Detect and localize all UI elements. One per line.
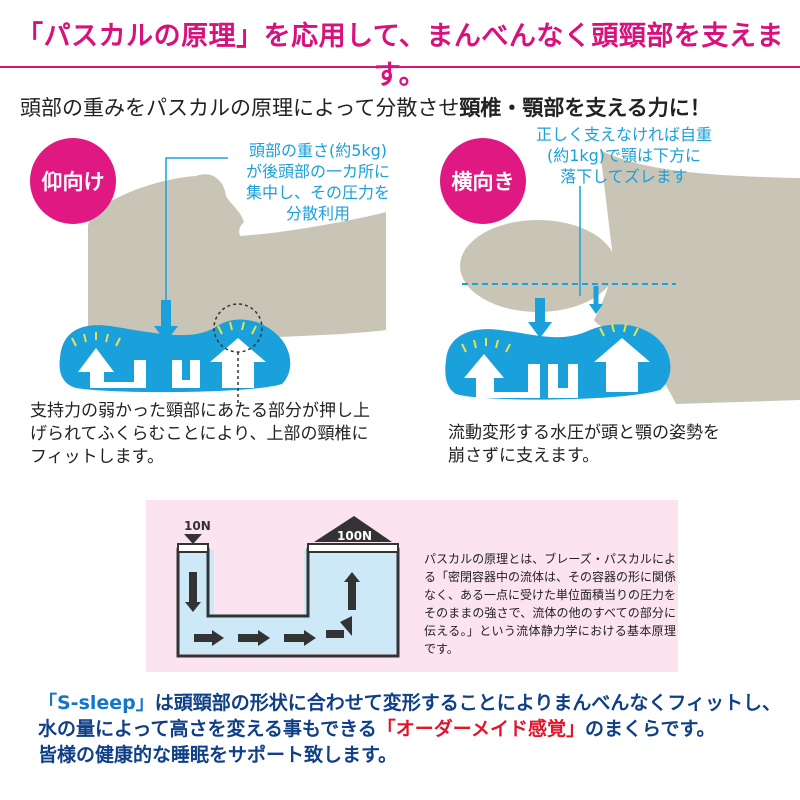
subheadline-bold: 頸椎・顎部を支える力に！ — [459, 96, 711, 120]
side-callout-line: 正しく支えなければ自重 — [535, 125, 712, 144]
bottom-line-3: 皆様の健康的な睡眠をサポート致します。 — [38, 744, 398, 766]
supine-callout-line: 集中し、その圧力を — [245, 183, 390, 202]
headline: 「パスカルの原理」を応用して、まんべんなく頭頸部を支えます。 — [16, 21, 784, 91]
supine-weight-arrow-head — [154, 326, 178, 342]
supine-chamber-right — [210, 338, 266, 388]
supine-callout-leader — [165, 157, 228, 300]
side-badge: 横向き — [440, 138, 526, 224]
supine-callout: 頭部の重さ(約5kg) が後頭部の一カ所に 集中し、その圧力を 分散利用 — [228, 140, 408, 224]
supine-caption-line: 支持力の弱かった頸部にあたる部分が押し上 — [30, 401, 370, 421]
supine-callout-line: 頭部の重さ(約5kg) — [248, 141, 388, 160]
supine-chamber-mid — [172, 360, 200, 388]
headline-divider — [0, 66, 800, 68]
subheadline: 頭部の重みをパスカルの原理によって分散させ頸椎・顎部を支える力に！ — [20, 92, 711, 122]
supine-callout-line: が後頭部の一カ所に — [245, 162, 390, 181]
side-head-figure — [460, 220, 616, 312]
bottom-line-2: 水の量によって高さを変える事もできる「オーダーメイド感覚」のまくらです。 — [38, 716, 781, 742]
supine-badge: 仰向け — [30, 138, 116, 224]
large-force-label: 100N — [337, 529, 372, 543]
bottom-line-1: 「S-sleep」は頭頸部の形状に合わせて変形することによりまんべんなくフィット… — [38, 690, 781, 716]
side-caption-line: 流動変形する水圧が頭と顎の姿勢を — [448, 423, 720, 443]
side-caption: 流動変形する水圧が頭と顎の姿勢を 崩さずに支えます。 — [448, 422, 788, 468]
side-chamber-mid — [548, 364, 578, 398]
bottom-line-2-text-b: のまくらです。 — [585, 718, 716, 740]
supine-callout-line: 分散利用 — [285, 204, 350, 223]
side-callout: 正しく支えなければ自重 (約1kg)で顎は下方に 落下してズレます — [508, 124, 740, 187]
supine-caption-line: フィットします。 — [30, 447, 164, 467]
supine-caption-line: げられてふくらむことにより、上部の頸椎に — [30, 424, 369, 444]
supine-illustration — [59, 157, 386, 404]
subheadline-plain: 頭部の重みをパスカルの原理によって分散させ — [20, 96, 460, 120]
supine-chamber-left — [78, 348, 146, 388]
bottom-line-1-text: は頭頸部の形状に合わせて変形することによりまんべんなくフィットし、 — [154, 692, 782, 714]
bottom-line-2-text-a: 水の量によって高さを変える事もできる — [38, 718, 377, 740]
side-callout-line: (約1kg)で顎は下方に — [546, 146, 702, 165]
side-jaw-arrow-head — [589, 304, 603, 314]
side-illustration — [445, 150, 800, 404]
side-callout-line: 落下してズレます — [560, 167, 688, 186]
side-weight-arrow-head — [528, 322, 552, 338]
brand-name: 「S-sleep」 — [38, 692, 155, 714]
side-caption-line: 崩さずに支えます。 — [448, 446, 600, 466]
side-chamber-right — [594, 338, 650, 392]
small-force-label: 10N — [184, 519, 211, 533]
pascal-description: パスカルの原理とは、ブレーズ・パスカルによる「密閉容器中の流体は、その容器の形に… — [424, 552, 677, 656]
side-chamber-left — [464, 354, 540, 398]
supine-pressure-ticks — [71, 321, 257, 347]
bottom-copy: 「S-sleep」は頭頸部の形状に合わせて変形することによりまんべんなくフィット… — [38, 690, 781, 768]
supine-caption: 支持力の弱かった頸部にあたる部分が押し上 げられてふくらむことにより、上部の頸椎… — [30, 400, 410, 469]
highlight-phrase: 「オーダーメイド感覚」 — [376, 718, 586, 740]
side-pressure-ticks — [461, 323, 639, 353]
